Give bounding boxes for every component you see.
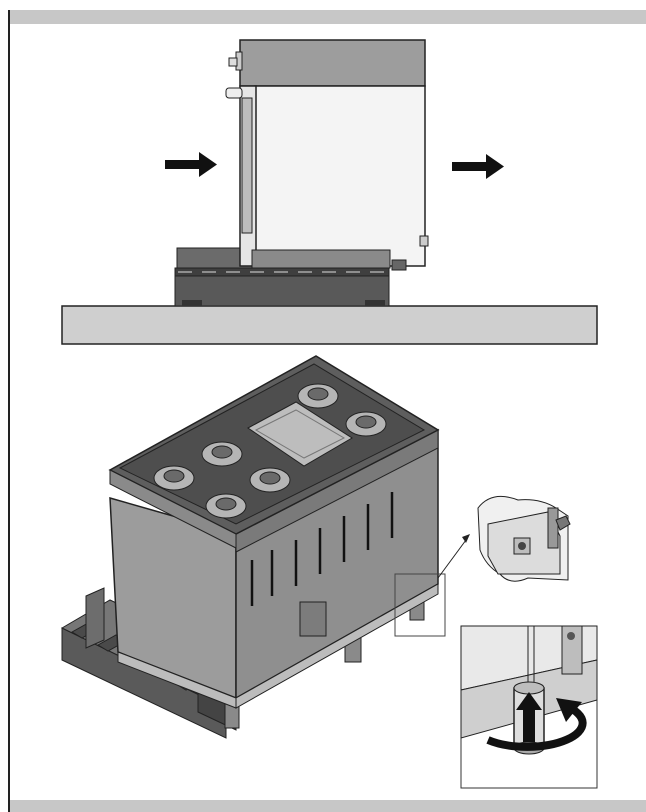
burner-front-left (153, 465, 195, 491)
burner-back-right (297, 383, 339, 409)
detail-bracket (477, 495, 571, 582)
isometric-panel (60, 355, 470, 739)
rotate-arrow-icon (486, 698, 587, 751)
appliance-side (225, 39, 429, 271)
griddle-plate (247, 401, 353, 467)
left-margin-rule (8, 10, 10, 812)
header-band (10, 10, 646, 24)
vent-slots (250, 492, 394, 606)
push-arrow-icon (165, 152, 217, 177)
burner-back-left (201, 441, 243, 467)
burner-front-center (205, 493, 247, 519)
slide-arrow-icon (452, 154, 504, 179)
burners (153, 383, 387, 519)
callout-frame (394, 573, 446, 637)
burner-mid-left (249, 467, 291, 493)
lift-arrow-icon (516, 692, 542, 742)
floor-slab (61, 305, 598, 345)
side-view-panel (61, 39, 598, 345)
access-panel (299, 601, 327, 637)
burner-front-right (345, 411, 387, 437)
footer-band (10, 800, 646, 812)
callout-leader (437, 539, 467, 579)
